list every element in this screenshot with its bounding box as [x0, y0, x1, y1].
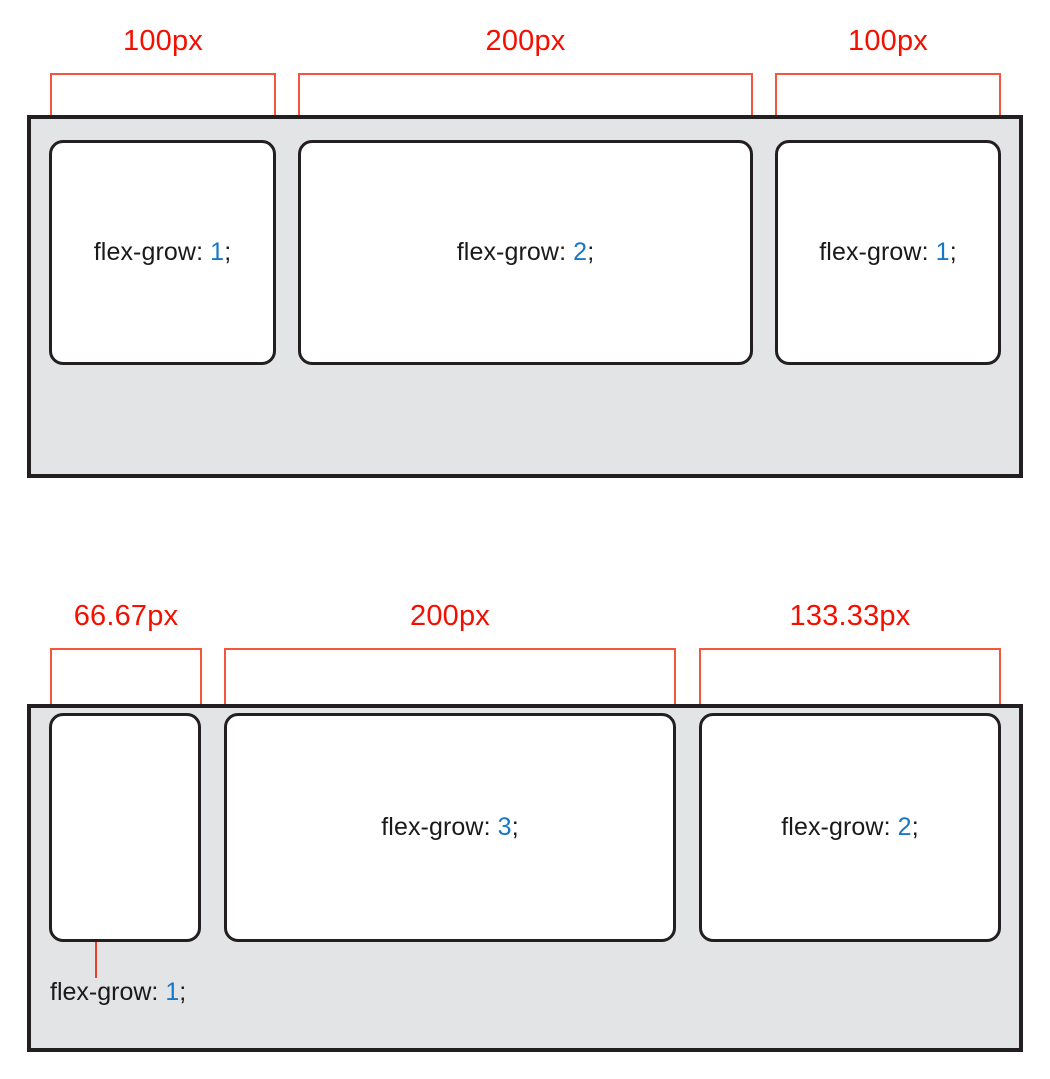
flex-item-bottom-1-callout-label: flex-grow: 1;	[50, 978, 186, 1007]
flex-grow-property-text: flex-grow:	[456, 238, 574, 266]
flex-grow-property-text: flex-grow:	[819, 238, 936, 266]
measure-bracket-bottom-1	[50, 648, 202, 714]
flex-grow-terminator-text: ;	[511, 813, 519, 841]
flex-grow-value-text: 2	[897, 813, 912, 841]
flex-item-top-2: flex-grow: 2;	[298, 140, 753, 365]
measure-label-bottom-2: 200px	[409, 600, 490, 632]
flex-grow-property-text: flex-grow:	[781, 813, 898, 841]
flex-item-top-1-label: flex-grow: 1;	[94, 238, 231, 267]
flex-grow-property-text: flex-grow:	[381, 813, 498, 841]
flex-grow-value-text: 1	[935, 238, 950, 266]
flex-item-bottom-1	[49, 713, 201, 942]
measure-label-top-1: 100px	[122, 25, 203, 57]
flex-item-top-1: flex-grow: 1;	[49, 140, 276, 365]
flex-grow-property-text: flex-grow:	[50, 978, 166, 1006]
flex-grow-value-text: 1	[210, 238, 225, 266]
flex-item-top-2-label: flex-grow: 2;	[457, 238, 594, 267]
flex-grow-terminator-text: ;	[224, 238, 232, 266]
measure-label-top-3: 100px	[847, 25, 928, 57]
measure-bracket-top-3	[775, 73, 1001, 141]
measure-label-bottom-3: 133.33px	[789, 600, 911, 632]
flex-item-bottom-2: flex-grow: 3;	[224, 713, 676, 942]
flex-grow-terminator-text: ;	[949, 238, 957, 266]
measure-bracket-top-1	[50, 73, 276, 141]
flex-grow-property-text: flex-grow:	[93, 238, 211, 266]
flex-grow-terminator-text: ;	[179, 978, 187, 1006]
flex-item-bottom-2-label: flex-grow: 3;	[381, 813, 518, 842]
flex-item-bottom-3: flex-grow: 2;	[699, 713, 1001, 942]
flex-grow-terminator-text: ;	[911, 813, 919, 841]
measure-bracket-bottom-3	[699, 648, 1001, 714]
flex-grow-terminator-text: ;	[587, 238, 595, 266]
measure-label-top-2: 200px	[485, 25, 566, 57]
flex-grow-value-text: 2	[573, 238, 588, 266]
flex-item-top-3-label: flex-grow: 1;	[819, 238, 956, 267]
measure-bracket-bottom-2	[224, 648, 676, 714]
flex-grow-value-text: 1	[165, 978, 180, 1006]
flex-grow-value-text: 3	[497, 813, 512, 841]
flex-item-bottom-3-label: flex-grow: 2;	[781, 813, 918, 842]
measure-label-bottom-1: 66.67px	[73, 600, 179, 632]
flex-item-top-3: flex-grow: 1;	[775, 140, 1001, 365]
callout-leader-line	[95, 942, 97, 978]
measure-bracket-top-2	[298, 73, 753, 141]
